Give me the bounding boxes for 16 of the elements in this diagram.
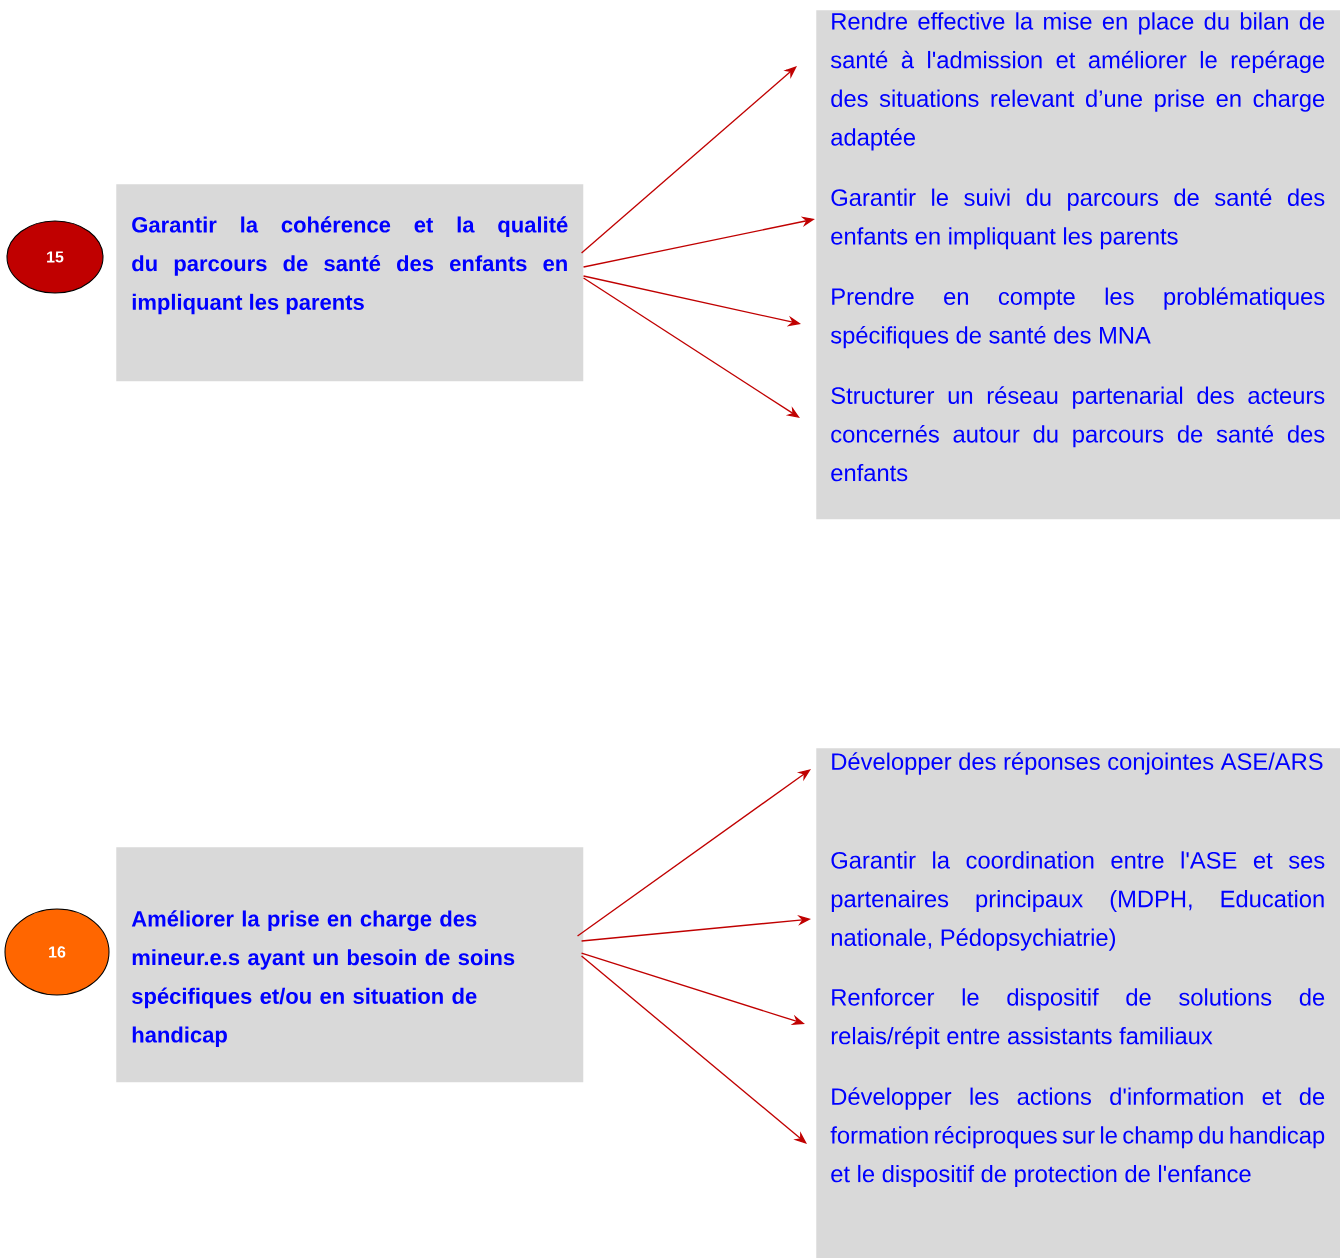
- action-text: Développer les actions d'information et de formation réciproques sur le champ du handicap et le dispositif de protection de l'enfance: [830, 1087, 1325, 1188]
- arrow: [582, 277, 800, 418]
- arrow: [580, 66, 797, 254]
- action-text: Structurer un réseau partenarial des acteurs concernés autour du parcours de santé des enfants: [831, 386, 1325, 482]
- action-panel: [816, 748, 1340, 1258]
- action-text: Garantir le suivi du parcours de santé des enfants en impliquant les parents: [831, 188, 1325, 250]
- objective-box: Améliorer la prise en charge des mineur.e.s ayant un besoin de soins spécifiques et/ou en situation de handicap: [116, 847, 584, 1083]
- action-text: Développer des réponses conjointes ASE/ARS: [832, 752, 1323, 775]
- arrow: [576, 769, 811, 937]
- action-panel: [816, 10, 1340, 520]
- action-text: Garantir la coordination entre l'ASE et ses partenaires principaux (MDPH, Education nationale, Pédopsychiatrie): [831, 851, 1325, 951]
- arrow: [580, 955, 807, 1144]
- action-text: Renforcer le dispositif de solutions de relais/répit entre assistants familiaux: [831, 988, 1325, 1050]
- action-text: Prendre en compte les problématiques spécifiques de santé des MNA: [830, 287, 1325, 349]
- objective-box: Garantir la cohérence et la qualité du parcours de santé des enfants en impliquant les parents: [116, 184, 584, 382]
- action-text: Rendre effective la mise en place du bilan de santé à l'admission et améliorer le repérage des situations relevant d’une prise en charge adaptée: [830, 12, 1325, 151]
